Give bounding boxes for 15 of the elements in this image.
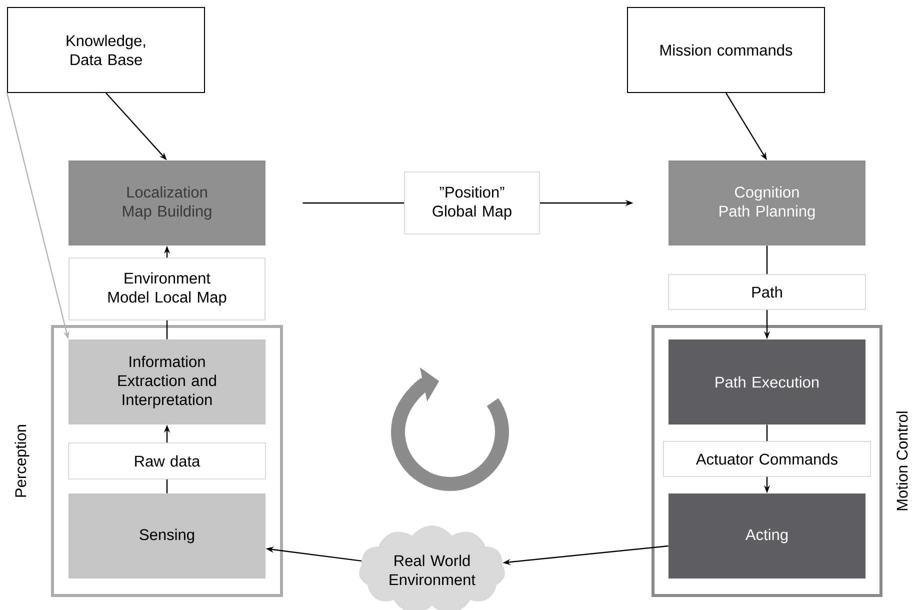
data-box: Actuator Commands: [663, 441, 871, 477]
data-box: Raw data: [68, 442, 266, 480]
process-box: Sensing: [68, 494, 266, 578]
process-box: Localization Map Building: [68, 160, 266, 246]
data-box: ”Position” Global Map: [404, 172, 540, 234]
process-box: Information Extraction and Interpretation: [68, 340, 266, 424]
group-label: Perception: [14, 424, 30, 497]
process-box: Cognition Path Planning: [668, 160, 866, 246]
process-box: Acting: [668, 494, 866, 578]
input-box: Knowledge, Data Base: [7, 7, 205, 93]
input-box: Mission commands: [627, 7, 825, 93]
data-box: Environment Model Local Map: [68, 258, 266, 320]
group-label: Motion Control: [896, 412, 908, 510]
data-box: Path: [668, 274, 866, 310]
process-box: Path Execution: [668, 340, 866, 424]
